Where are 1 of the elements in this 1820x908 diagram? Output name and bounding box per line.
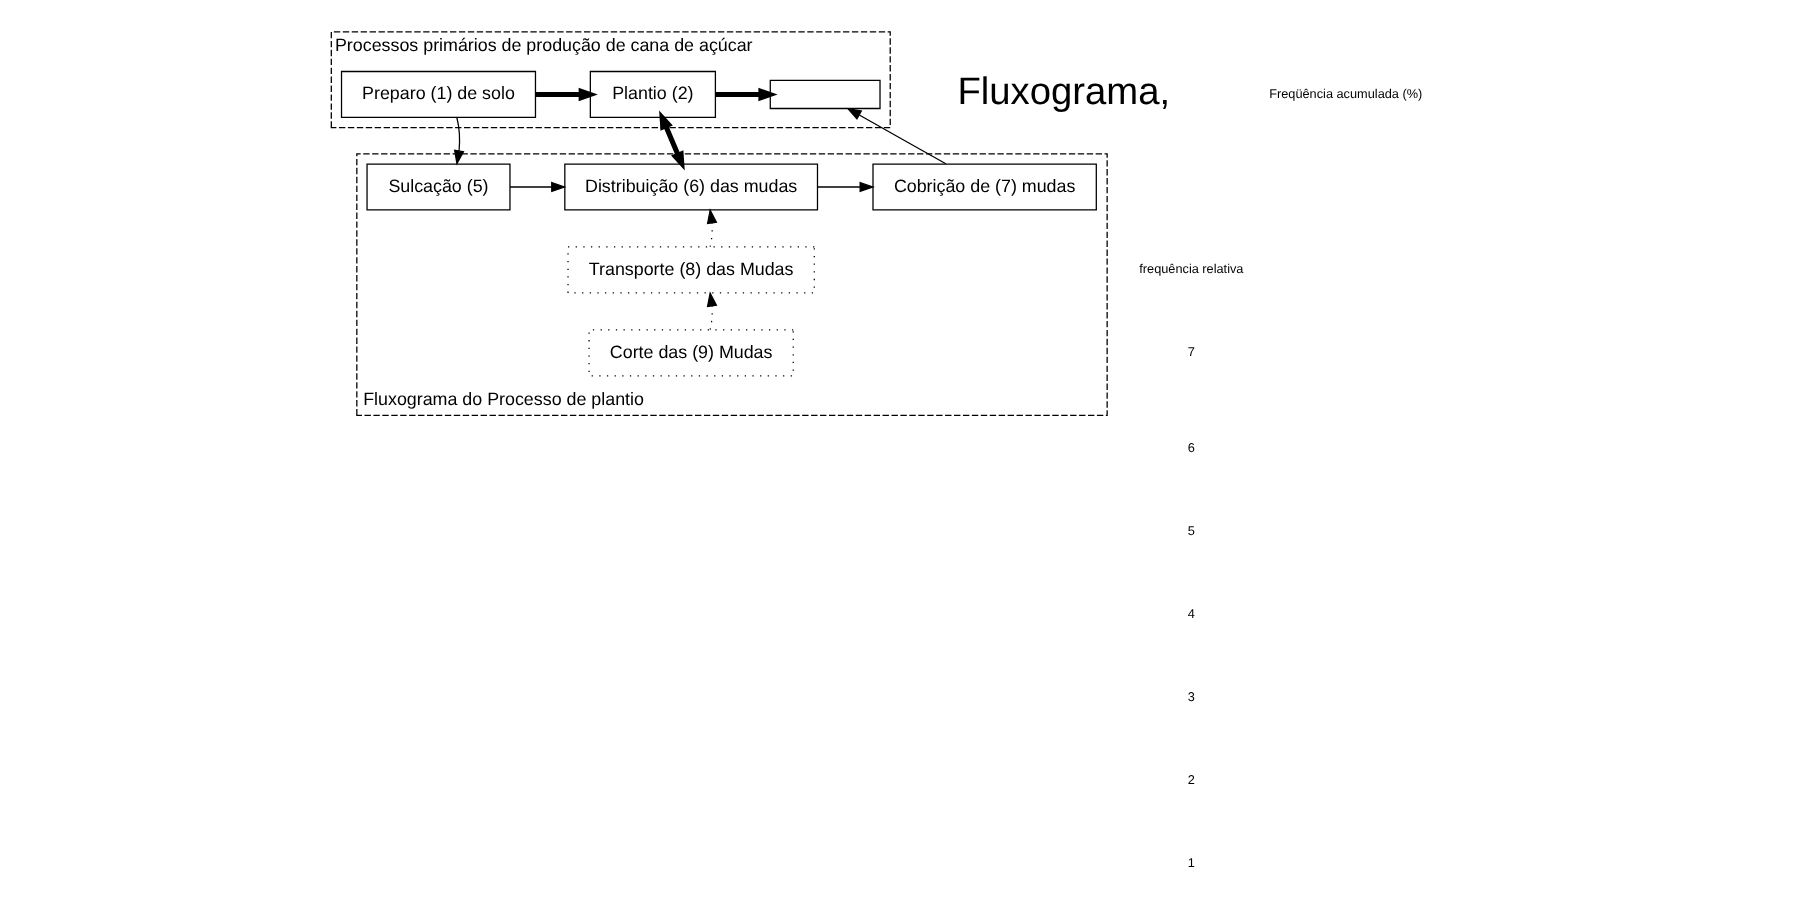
- label: Fluxograma,: [957, 72, 1171, 115]
